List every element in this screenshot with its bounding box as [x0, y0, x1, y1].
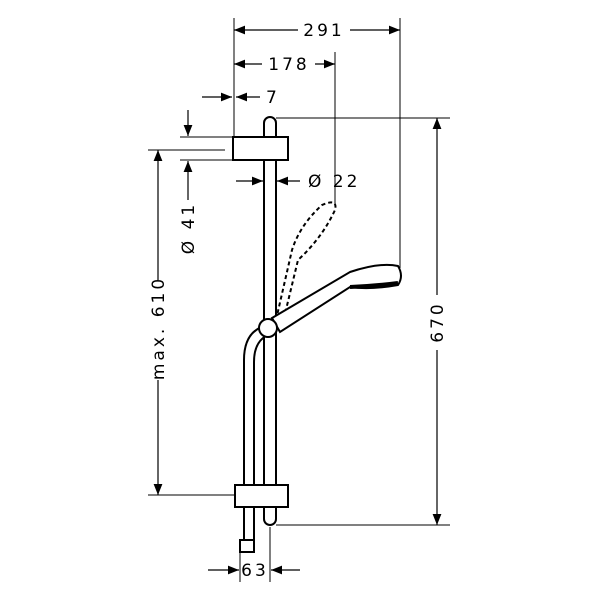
bottom-bracket: [234, 484, 289, 508]
hand-shower: [270, 263, 402, 334]
shower-assembly: [232, 116, 402, 553]
dimension-lines: [153, 25, 442, 575]
dim-178: 178: [268, 55, 309, 75]
top-bracket: [232, 136, 289, 161]
dim-22: Ø 22: [308, 172, 360, 192]
hand-shower-face: [349, 281, 399, 289]
swivel-joint: [258, 318, 278, 338]
hand-shower-dashed: [275, 201, 337, 321]
extension-lines: [148, 18, 450, 582]
dim-63: 63: [241, 561, 269, 581]
dim-670: 670: [428, 301, 448, 342]
dimension-labels: 291 178 7 Ø 22 63 Ø 41 max. 610 670: [149, 21, 448, 581]
dim-610: max. 610: [149, 276, 169, 380]
dim-291: 291: [303, 21, 344, 41]
dim-41: Ø 41: [179, 202, 199, 254]
hose-nut: [239, 539, 255, 553]
dim-7: 7: [266, 88, 280, 108]
